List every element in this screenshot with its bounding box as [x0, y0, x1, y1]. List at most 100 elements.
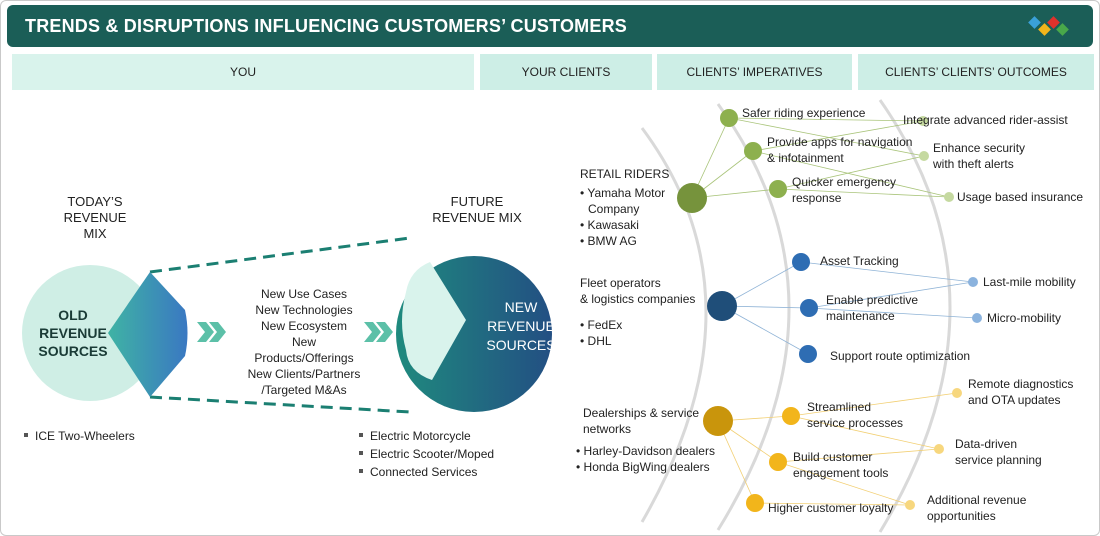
- drivers-list: New Use Cases New Technologies New Ecosy…: [244, 286, 364, 398]
- imperative-node: [769, 453, 787, 471]
- client-retail-riders: RETAIL RIDERS • Yamaha Motor Company • K…: [580, 166, 669, 249]
- driver-item: New Ecosystem: [260, 319, 348, 333]
- imperative-node: [720, 109, 738, 127]
- line: Enhance security: [933, 141, 1026, 155]
- member: Honda BigWing dealers: [583, 460, 710, 474]
- arrow-chevrons-2: [364, 322, 393, 342]
- future-items: Electric Motorcycle Electric Scooter/Mop…: [370, 427, 494, 481]
- future-item: Electric Motorcycle: [370, 429, 471, 443]
- line: & infotainment: [767, 151, 844, 165]
- driver-item: New Clients/Partners: [247, 367, 361, 381]
- imperative-label: Higher customer loyalty: [768, 501, 894, 515]
- outcome-node: [934, 444, 944, 454]
- new-label-l2: REVENUE: [487, 318, 555, 334]
- today-item: ICE Two-Wheelers: [35, 429, 135, 443]
- old-label-l1: OLD: [58, 307, 88, 323]
- header-your-clients: YOUR CLIENTS: [480, 54, 652, 90]
- imperative-label: Build customer engagement tools: [793, 449, 888, 481]
- outcome-label: Enhance security with theft alerts: [933, 140, 1025, 172]
- old-label-l2: REVENUE: [39, 325, 107, 341]
- client-name: RETAIL RIDERS: [580, 167, 670, 181]
- line: Provide apps for navigation: [767, 135, 913, 149]
- line: Enable predictive: [826, 293, 919, 307]
- outcome-node: [905, 500, 915, 510]
- today-heading-line1: TODAY’S: [67, 194, 123, 209]
- page-title: TRENDS & DISRUPTIONS INFLUENCING CUSTOME…: [25, 16, 627, 36]
- imperative-label: Asset Tracking: [820, 254, 899, 268]
- member: BMW AG: [587, 234, 637, 248]
- imperative-node: [792, 253, 810, 271]
- outcome-label: Additional revenue opportunities: [927, 492, 1026, 524]
- line: Build customer: [793, 450, 873, 464]
- connection-lines: [691, 117, 978, 506]
- outcome-nodes-blue: [968, 277, 982, 323]
- client-name: Dealerships & service: [583, 406, 700, 420]
- today-heading: TODAY’S REVENUE MIX: [55, 194, 135, 242]
- member: Kawasaki: [587, 218, 639, 232]
- connector-bottom-line: [149, 395, 411, 414]
- line: with theft alerts: [933, 157, 1014, 171]
- outcome-node: [952, 388, 962, 398]
- imperative-node: [746, 494, 764, 512]
- imperative-nodes-blue: [792, 253, 818, 363]
- imperative-label: Enable predictive maintenance: [826, 292, 918, 324]
- outcome-label: Last-mile mobility: [983, 275, 1076, 289]
- brand-logo-icon: [1028, 16, 1069, 36]
- line: service processes: [807, 416, 904, 430]
- outcome-label: Micro-mobility: [987, 311, 1062, 325]
- client-node-retail: [677, 183, 707, 213]
- line: Data-driven: [955, 437, 1018, 451]
- line: opportunities: [927, 509, 996, 523]
- line: Additional revenue: [927, 493, 1027, 507]
- driver-item: New Products/Offerings: [254, 335, 354, 365]
- imperative-node: [744, 142, 762, 160]
- member: Company: [588, 202, 640, 216]
- imperative-label: Streamlined service processes: [807, 399, 903, 431]
- imperative-label: Safer riding experience: [742, 106, 866, 120]
- future-item: Connected Services: [370, 465, 478, 479]
- imperative-node: [782, 407, 800, 425]
- line: response: [792, 191, 842, 205]
- outcome-node: [918, 116, 928, 126]
- old-revenue-diamond: [108, 272, 188, 397]
- outcome-node: [972, 313, 982, 323]
- imperative-node: [799, 345, 817, 363]
- client-dealerships: Dealerships & service networks • Harley-…: [576, 405, 715, 475]
- new-label-l3: SOURCES: [486, 337, 556, 353]
- client-name: Fleet operators: [580, 276, 661, 290]
- future-heading-line2: REVENUE MIX: [432, 210, 522, 225]
- client-fleet-operators: Fleet operators & logistics companies • …: [580, 275, 695, 349]
- imperative-node: [800, 299, 818, 317]
- line: service planning: [955, 453, 1042, 467]
- line: Quicker emergency: [792, 175, 897, 189]
- imperative-label: Support route optimization: [830, 349, 971, 363]
- imperative-label: Provide apps for navigation & infotainmen…: [767, 134, 912, 166]
- outcome-nodes-green: [918, 116, 954, 202]
- client-members: • FedEx • DHL: [580, 318, 623, 348]
- new-revenue-diamond: [402, 262, 466, 380]
- outcome-label: Usage based insurance: [957, 190, 1084, 204]
- imperative-nodes-green: [720, 109, 787, 198]
- new-revenue-label: NEW REVENUE SOURCES: [478, 298, 564, 355]
- client-node-fleet: [707, 291, 737, 321]
- title-bar: TRENDS & DISRUPTIONS INFLUENCING CUSTOME…: [7, 5, 1093, 47]
- line: Streamlined: [807, 400, 872, 414]
- bullet-squares: [24, 433, 363, 473]
- new-label-l1: NEW: [504, 299, 538, 315]
- imperative-nodes-gold: [746, 407, 800, 512]
- arrow-chevrons-1: [197, 322, 226, 342]
- client-name: & logistics companies: [580, 292, 696, 306]
- line: engagement tools: [793, 466, 889, 480]
- outcome-label: Data-driven service planning: [955, 436, 1042, 468]
- outcome-node: [968, 277, 978, 287]
- line: maintenance: [826, 309, 895, 323]
- member: Harley-Davidson dealers: [583, 444, 715, 458]
- member: DHL: [587, 334, 612, 348]
- header-clients-imperatives: CLIENTS’ IMPERATIVES: [657, 54, 852, 90]
- connector-top-line: [149, 236, 411, 274]
- today-heading-line2: REVENUE MIX: [63, 210, 127, 241]
- client-members: • Yamaha Motor Company • Kawasaki • BMW …: [580, 185, 669, 249]
- client-node-dealers: [703, 406, 733, 436]
